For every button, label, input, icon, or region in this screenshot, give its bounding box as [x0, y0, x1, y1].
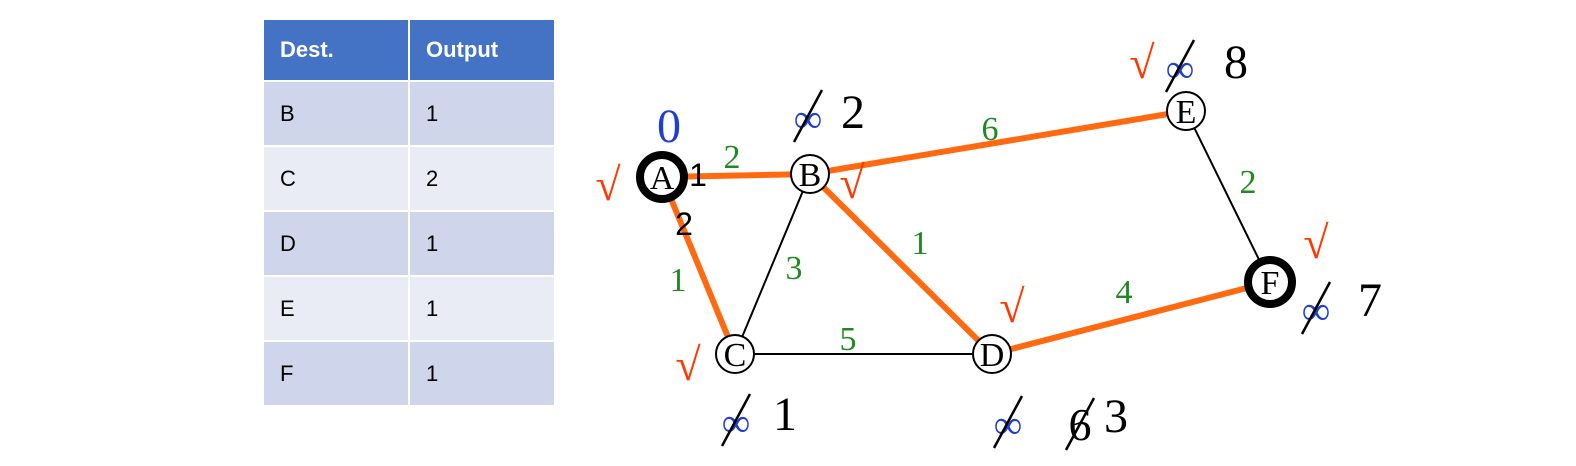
check-mark-B: √ [839, 157, 865, 208]
node-label-B: B [799, 157, 822, 194]
strike-line-D-1 [992, 395, 1024, 449]
edge-weight-A-C: 1 [670, 262, 687, 299]
edge-B-E [809, 108, 1187, 177]
cell-dest: C [262, 145, 410, 212]
edges-layer [659, 108, 1271, 357]
check-mark-A: √ [595, 159, 621, 210]
check-mark-F: √ [1303, 217, 1329, 268]
distance-final-D: 3 [1104, 390, 1128, 443]
check-mark-D: √ [999, 281, 1025, 332]
node-E: E [1166, 91, 1206, 131]
cell-dest: E [262, 275, 410, 342]
node-label-E: E [1176, 94, 1197, 131]
node-B: B [790, 154, 830, 194]
table-row: D 1 [262, 210, 556, 277]
cell-output: 1 [408, 80, 556, 147]
routing-table: Dest. Output B 1 C 2 D 1 E 1 F 1 [262, 18, 556, 407]
node-D: D [972, 334, 1012, 374]
strike-line-B-1 [792, 89, 824, 143]
cell-output: 1 [408, 275, 556, 342]
cell-output: 1 [408, 210, 556, 277]
node-A: A [636, 151, 688, 203]
edge-A-C [659, 175, 738, 356]
edge-weight-B-D: 1 [912, 225, 929, 262]
table-header-row: Dest. Output [262, 18, 556, 82]
node-circle-C [715, 334, 755, 374]
node-circle-F [1244, 256, 1296, 308]
node-circle-D [972, 334, 1012, 374]
node-label-D: D [980, 337, 1005, 374]
table-row: B 1 [262, 80, 556, 147]
distance-final-F: 7 [1358, 274, 1382, 327]
edge-weight-B-C: 3 [786, 250, 803, 287]
node-circle-B [790, 154, 830, 194]
table-row: F 1 [262, 340, 556, 407]
distance-final-C: 1 [773, 388, 797, 441]
cell-output: 2 [408, 145, 556, 212]
header-dest: Dest. [262, 18, 410, 82]
table-row: C 2 [262, 145, 556, 212]
strike-line-D-2 [1064, 397, 1096, 451]
node-circle-E [1166, 91, 1206, 131]
edge-weight-B-E: 6 [982, 111, 999, 148]
port-label-A-1: 1 [689, 157, 707, 193]
table-row: E 1 [262, 275, 556, 342]
routing-table-container: Dest. Output B 1 C 2 D 1 E 1 F 1 [262, 18, 556, 407]
strike-line-C-1 [720, 393, 752, 447]
edge-E-F [1185, 110, 1271, 283]
cell-dest: F [262, 340, 410, 407]
node-label-F: F [1261, 265, 1280, 302]
edge-B-C [734, 173, 811, 355]
edge-D-F [991, 279, 1271, 357]
port-label-A-2: 2 [675, 206, 693, 242]
check-mark-E: √ [1129, 37, 1155, 88]
nodes-layer: A B C D E F [636, 91, 1296, 374]
node-label-C: C [724, 337, 747, 374]
edge-B-D [807, 171, 995, 357]
node-F: F [1244, 256, 1296, 308]
cell-output: 1 [408, 340, 556, 407]
edge-weight-A-B: 2 [724, 139, 741, 176]
edge-weight-C-D: 5 [840, 321, 857, 358]
cell-dest: D [262, 210, 410, 277]
edge-weight-E-F: 2 [1240, 164, 1257, 201]
cell-dest: B [262, 80, 410, 147]
distance-final-E: 8 [1224, 36, 1248, 89]
node-C: C [715, 334, 755, 374]
node-circle-A [636, 151, 688, 203]
check-mark-C: √ [675, 339, 701, 390]
header-output: Output [408, 18, 556, 82]
node-label-A: A [650, 160, 675, 197]
strike-line-E-1 [1164, 39, 1196, 93]
strike-line-F-1 [1300, 281, 1332, 335]
distance-final-A: 0 [657, 100, 681, 153]
distance-final-B: 2 [841, 86, 865, 139]
edge-weight-D-F: 4 [1116, 274, 1133, 311]
